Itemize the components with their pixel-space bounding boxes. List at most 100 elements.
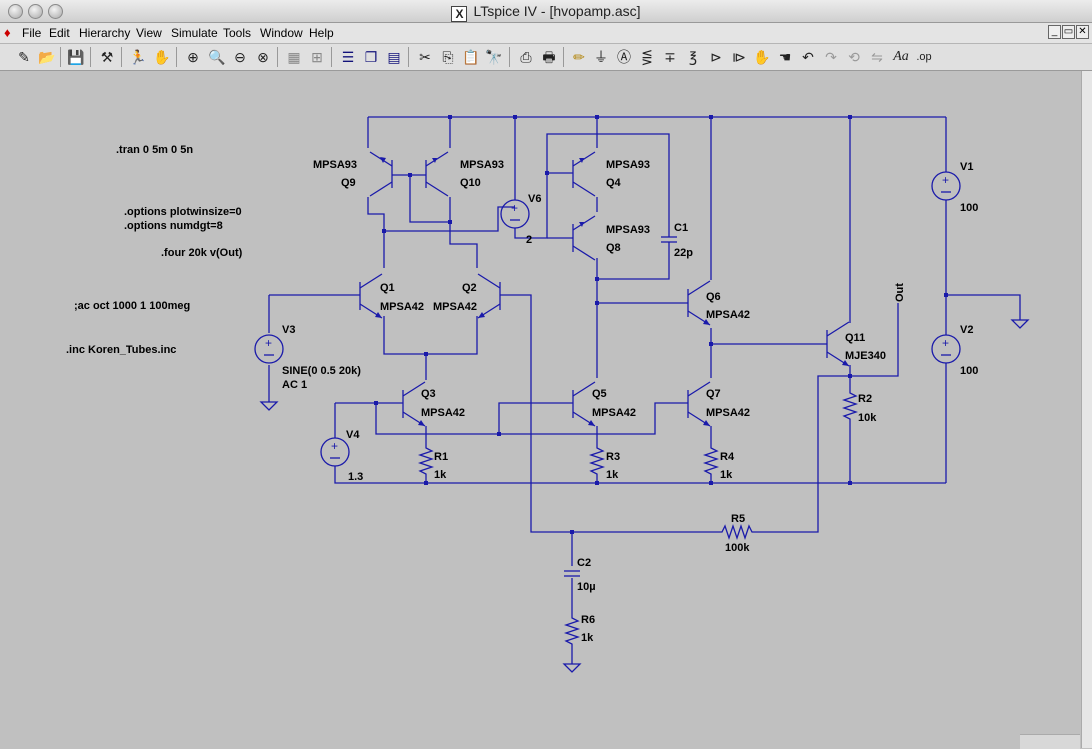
transistor-q4[interactable] (572, 151, 596, 197)
c1-value: 22p (674, 247, 693, 259)
resistor-r4[interactable] (702, 444, 720, 476)
rotate-icon[interactable]: ⟲ (848, 49, 860, 65)
component-icon[interactable]: ⧐ (732, 49, 746, 65)
r4-value: 1k (720, 469, 733, 481)
transistor-q1[interactable] (359, 273, 383, 319)
menu-help[interactable]: Help (309, 26, 334, 40)
r3-value: 1k (606, 469, 619, 481)
mdi-restore-button[interactable]: ▭ (1062, 25, 1075, 39)
diode-icon[interactable]: ⊳ (710, 49, 722, 65)
run-icon[interactable]: 🏃 (129, 49, 147, 65)
zoom-window-button[interactable] (48, 4, 63, 19)
svg-text:+: + (265, 336, 272, 350)
voltage-source-v3[interactable]: + (254, 334, 284, 364)
transistor-q5[interactable] (572, 381, 596, 427)
tile-vertical-icon[interactable]: ▤ (387, 49, 401, 65)
transistor-q8[interactable] (572, 215, 596, 261)
transistor-q9[interactable] (369, 151, 393, 197)
q6-name: Q6 (706, 291, 721, 303)
menu-simulate[interactable]: Simulate (171, 26, 218, 40)
resistor-r1[interactable] (417, 444, 435, 476)
ground-symbol[interactable] (259, 401, 279, 411)
mirror-icon[interactable]: ⇋ (871, 49, 883, 65)
transistor-q6[interactable] (687, 280, 711, 326)
voltage-source-v2[interactable]: + (931, 334, 961, 364)
resistor-r2[interactable] (841, 385, 859, 425)
mdi-close-button[interactable]: ✕ (1076, 25, 1089, 39)
zoom-in-icon[interactable]: ⊕ (187, 49, 199, 65)
redo-icon[interactable]: ↷ (825, 49, 837, 65)
schematic-drawing[interactable]: .tran 0 5m 0 5n .options plotwinsize=0 .… (0, 71, 1081, 748)
new-schematic-icon[interactable]: ✎ (18, 49, 30, 65)
schematic-canvas[interactable]: .tran 0 5m 0 5n .options plotwinsize=0 .… (0, 71, 1092, 748)
print-icon[interactable]: 🖶 (542, 49, 556, 65)
resistor-r6[interactable] (563, 612, 581, 650)
open-icon[interactable]: 📂 (38, 49, 56, 65)
net-label-out[interactable]: Out (894, 283, 906, 302)
print-setup-icon[interactable]: ⎙ (520, 49, 532, 65)
directive-tran[interactable]: .tran 0 5m 0 5n (116, 144, 193, 156)
cascade-icon[interactable]: ❐ (364, 49, 378, 65)
zoom-fit-icon[interactable]: ⊗ (257, 49, 269, 65)
svg-text:+: + (331, 439, 338, 453)
copy-icon[interactable]: ⎘ (442, 49, 454, 65)
ground-symbol[interactable] (1010, 319, 1030, 329)
halt-icon[interactable]: ✋ (153, 49, 171, 65)
resize-grip[interactable] (1020, 734, 1080, 749)
q2-model: MPSA42 (433, 301, 477, 313)
menu-window[interactable]: Window (260, 26, 303, 40)
capacitor-c1[interactable] (661, 228, 677, 246)
directive-inc[interactable]: .inc Koren_Tubes.inc (66, 344, 176, 356)
directive-four[interactable]: .four 20k v(Out) (161, 247, 243, 259)
ground-symbol[interactable] (562, 663, 582, 673)
ltspice-app-icon[interactable]: ♦ (4, 25, 11, 40)
transistor-q3[interactable] (402, 381, 426, 427)
menu-view[interactable]: View (136, 26, 162, 40)
move-icon[interactable]: ✋ (753, 49, 771, 65)
directive-options-plotwinsize[interactable]: .options plotwinsize=0 (124, 206, 242, 218)
directive-ac-comment[interactable]: ;ac oct 1000 1 100meg (74, 300, 190, 312)
directive-options-numdgt[interactable]: .options numdgt=8 (124, 220, 223, 232)
transistor-q2[interactable] (477, 273, 501, 319)
pan-icon[interactable]: 🔍 (208, 49, 226, 65)
cut-icon[interactable]: ✂ (419, 49, 431, 65)
transistor-q7[interactable] (687, 381, 711, 427)
vertical-scrollbar[interactable] (1081, 71, 1092, 748)
resistor-icon[interactable]: ⋚ (641, 49, 653, 65)
ground-icon[interactable]: ⏚ (594, 49, 608, 65)
capacitor-icon[interactable]: ∓ (664, 49, 676, 65)
find-icon[interactable]: 🔭 (485, 49, 503, 65)
mdi-minimize-button[interactable]: _ (1048, 25, 1061, 39)
control-panel-icon[interactable]: ⚒ (100, 49, 114, 65)
resistor-r5[interactable] (715, 523, 757, 541)
spice-directive-icon[interactable]: .op (916, 51, 932, 63)
v6-value: 2 (526, 234, 532, 246)
inductor-icon[interactable]: ℥ (688, 49, 698, 65)
text-icon[interactable]: Aa (893, 49, 909, 64)
menu-edit[interactable]: Edit (49, 26, 70, 40)
transistor-q10[interactable] (425, 151, 449, 197)
paste-icon[interactable]: 📋 (462, 49, 480, 65)
menu-tools[interactable]: Tools (223, 26, 252, 40)
minimize-window-button[interactable] (28, 4, 43, 19)
undo-icon[interactable]: ↶ (802, 49, 814, 65)
close-window-button[interactable] (8, 4, 23, 19)
zoom-out-icon[interactable]: ⊖ (234, 49, 246, 65)
voltage-source-v6[interactable]: + (500, 199, 530, 229)
pick-traces-icon[interactable]: ⊞ (311, 49, 323, 65)
autorange-icon[interactable]: ▦ (287, 49, 301, 65)
window-title-text: LTspice IV - [hvopamp.asc] (473, 3, 641, 19)
drag-icon[interactable]: ☚ (778, 49, 792, 65)
voltage-source-v1[interactable]: + (931, 171, 961, 201)
save-icon[interactable]: 💾 (67, 49, 85, 65)
menu-file[interactable]: File (22, 26, 42, 40)
menu-hierarchy[interactable]: Hierarchy (79, 26, 131, 40)
wires (268, 116, 1021, 664)
capacitor-c2[interactable] (564, 570, 580, 577)
resistor-r3[interactable] (588, 444, 606, 476)
tile-horizontal-icon[interactable]: ☰ (341, 49, 355, 65)
wire-icon[interactable]: ✏ (573, 49, 585, 65)
label-net-icon[interactable]: Ⓐ (617, 49, 631, 65)
transistor-q11[interactable] (826, 321, 850, 367)
voltage-source-v4[interactable]: + (320, 437, 350, 467)
